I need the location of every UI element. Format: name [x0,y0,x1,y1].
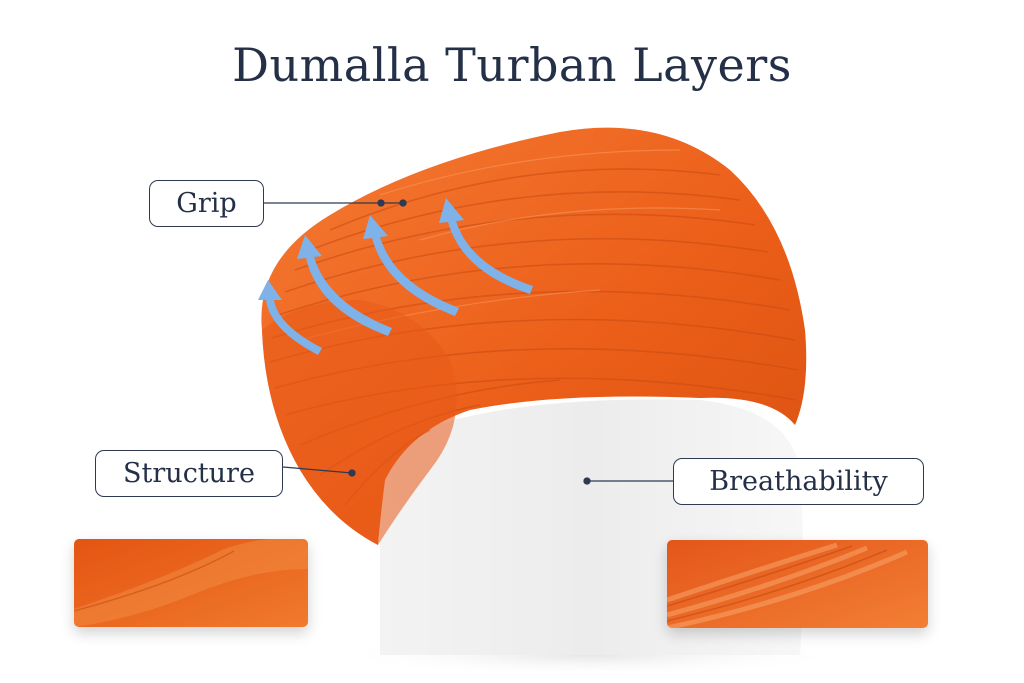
airflow-arrow-icon-1 [258,280,322,355]
airflow-arrow-icon-4 [439,198,533,294]
structure-callout: Structure [95,450,283,497]
grip-dot-2 [399,199,407,207]
breathability-label: Breathability [709,466,888,497]
breathability-dot [583,477,591,485]
airflow-arrow-icon-3 [363,215,459,316]
leader-lines [264,199,673,485]
structure-label: Structure [123,458,255,489]
fabric-swatch-left [74,539,308,627]
airflow-arrow-icon-2 [297,235,392,336]
structure-leader-line [282,466,353,474]
airflow-arrows [258,198,533,355]
structure-dot [348,469,356,477]
grip-dot-1 [377,199,385,207]
grip-label: Grip [176,188,237,219]
fabric-swatch-right [667,540,928,628]
grip-callout: Grip [149,180,264,227]
diagram-title: Dumalla Turban Layers [232,38,792,92]
turban-front-fold [262,300,457,545]
breathability-callout: Breathability [673,458,924,505]
